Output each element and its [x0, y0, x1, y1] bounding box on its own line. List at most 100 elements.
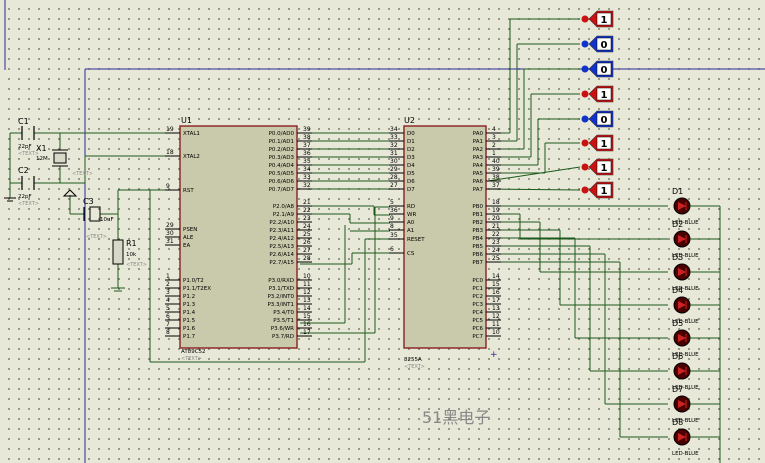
u1-pin-num-16: 16: [303, 321, 311, 328]
logic-probe-8[interactable]: 1: [581, 181, 614, 199]
u2-pin-name-9: A0: [407, 220, 415, 226]
u1-left-pins: 19XTAL118XTAL29RST29PSEN30ALE31EA1P1.0/T…: [165, 126, 211, 340]
crystal-x1[interactable]: X1 12M <TEXT>: [36, 144, 93, 177]
u1-pin-name-8: P1.7: [183, 334, 196, 340]
logic-probe-7[interactable]: 1: [581, 158, 614, 176]
u1-pin-name-13: P3.3/INT1: [267, 302, 294, 308]
u1-pin-name-7: P1.6: [183, 326, 196, 332]
u2-8255[interactable]: U2 8255A <TEXT> 34D033D132D231D330D429D5…: [389, 116, 501, 370]
u2-pin-name-31: D3: [407, 155, 415, 161]
u2-pin-name-18: PB0: [472, 204, 483, 210]
u1-pin-name-14: P3.4/T0: [273, 310, 294, 316]
u1-pin-name-6: P1.5: [183, 318, 196, 324]
led-ref: D2: [672, 220, 683, 229]
u2-pin-num-34: 34: [390, 126, 398, 133]
u2-pin-num-22: 22: [492, 231, 500, 238]
u1-pin-name-19: XTAL1: [183, 131, 200, 137]
u1-pin-num-33: 33: [303, 174, 311, 181]
u1-ref: U1: [181, 116, 192, 125]
u1-pin-num-23: 23: [303, 215, 311, 222]
u2-pin-num-2: 2: [492, 142, 496, 149]
u2-pin-name-39: PA5: [473, 171, 484, 177]
u2-pin-name-35: RESET: [407, 237, 425, 243]
u1-pin-name-17: P3.7/RD: [272, 334, 294, 340]
watermark: 51黑电子: [422, 408, 490, 427]
led-arrow: [678, 202, 686, 210]
crystal-network: C1 22pF <TEXT> C2 22pF <TEXT> X1 12M <TE…: [4, 117, 93, 207]
led-arrow: [678, 268, 686, 276]
logic-probe-6[interactable]: 1: [581, 134, 614, 152]
led-part: LED-BLUE: [672, 220, 699, 226]
sheet-border: [4, 0, 765, 463]
u1-pin-name-1: P1.0/T2: [183, 278, 204, 284]
u1-pin-name-35: P0.4/AD4: [269, 163, 295, 169]
u1-microcontroller[interactable]: U1 AT89C52 <TEXT> 19XTAL118XTAL29RST29PS…: [165, 116, 312, 362]
u2-pin-name-17: PC3: [472, 302, 483, 308]
u1-pin-name-29: PSEN: [183, 227, 197, 233]
u2-pin-num-23: 23: [492, 239, 500, 246]
capacitor-c1[interactable]: C1 22pF <TEXT>: [18, 117, 39, 157]
probe-window: [596, 87, 612, 101]
u2-pin-name-27: D7: [407, 187, 415, 193]
led-ref: D5: [672, 319, 683, 328]
u2-pin-name-38: PA6: [473, 179, 484, 185]
led-arrow: [678, 400, 686, 408]
u2-pin-num-17: 17: [492, 297, 500, 304]
u1-pin-name-16: P3.6/WR: [271, 326, 294, 332]
c3-value: 10uF: [100, 217, 114, 223]
u1-pin-num-36: 36: [303, 150, 311, 157]
u2-pin-num-5: 5: [390, 199, 394, 206]
u2-left-pins: 34D033D132D231D330D429D528D627D75RD36WR9…: [389, 126, 425, 257]
capacitor-c2[interactable]: C2 22pF <TEXT>: [18, 166, 39, 207]
u1-pin-name-5: P1.4: [183, 310, 196, 316]
logic-probe-1[interactable]: 1: [581, 10, 614, 28]
u2-pin-num-16: 16: [492, 289, 500, 296]
u1-pin-name-32: P0.7/AD7: [269, 187, 295, 193]
probe-dot: [581, 115, 589, 123]
u2-pin-name-19: PB1: [472, 212, 483, 218]
u1-pin-num-27: 27: [303, 247, 311, 254]
logic-probe-3[interactable]: 0: [581, 60, 614, 78]
led-ref: D6: [672, 352, 683, 361]
u1-pin-name-38: P0.1/AD1: [269, 139, 294, 145]
u1-pin-name-4: P1.3: [183, 302, 196, 308]
u2-pin-name-22: PB4: [472, 236, 483, 242]
u2-pin-name-28: D6: [407, 179, 415, 185]
u2-pin-num-28: 28: [390, 174, 398, 181]
led-ref: D4: [672, 286, 683, 295]
u1-pin-num-19: 19: [166, 126, 174, 133]
u2-pin-num-14: 14: [492, 273, 500, 280]
led-part: LED-BLUE: [672, 319, 699, 325]
u1-pin-name-36: P0.3/AD3: [269, 155, 295, 161]
probe-value: 0: [601, 65, 608, 76]
u2-pin-name-30: D4: [407, 163, 415, 169]
resistor-r1[interactable]: R1 10k <TEXT>: [112, 239, 147, 268]
u2-pin-name-20: PB2: [472, 220, 483, 226]
u1-pin-name-23: P2.2/A10: [269, 220, 294, 226]
u1-pin-name-39: P0.0/AD0: [269, 131, 295, 137]
u1-pin-num-15: 15: [303, 313, 311, 320]
u1-pin-num-12: 12: [303, 289, 311, 296]
u1-pin-num-29: 29: [166, 222, 174, 229]
u2-pin-num-38: 38: [492, 174, 500, 181]
u2-pin-num-37: 37: [492, 182, 500, 189]
logic-probe-5[interactable]: 0: [581, 110, 614, 128]
u2-pin-num-18: 18: [492, 199, 500, 206]
logic-probe-2[interactable]: 0: [581, 35, 614, 53]
c2-ref: C2: [18, 166, 29, 175]
capacitor-c3[interactable]: C3 10uF <TEXT>: [83, 197, 114, 240]
probe-value: 0: [601, 40, 608, 51]
u2-pin-name-11: PC6: [472, 326, 483, 332]
logic-probe-4[interactable]: 1: [581, 85, 614, 103]
led-ref: D8: [672, 418, 683, 427]
u1-pin-name-12: P3.2/INT0: [267, 294, 294, 300]
